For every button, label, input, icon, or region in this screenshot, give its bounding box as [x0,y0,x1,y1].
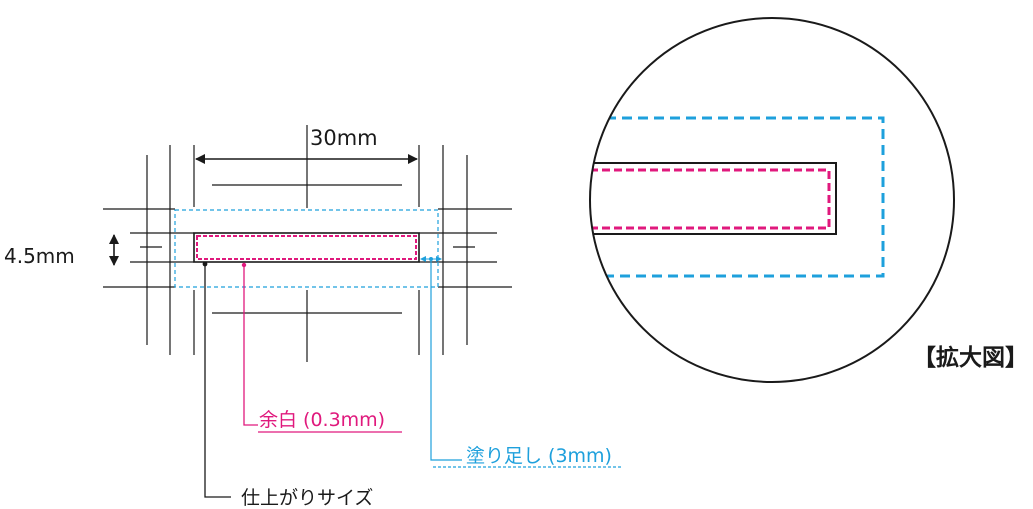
margin-leader [241,262,402,433]
bleed-label: 塗り足し (3mm) [466,444,612,467]
trim-leader [202,261,231,498]
zoom-view [589,17,955,383]
width-label: 30mm [310,126,378,150]
trim-box [193,232,420,263]
height-label: 4.5mm [4,244,75,268]
zoom-label: 【拡大図】 [913,345,1028,371]
zoom-circle [589,17,955,383]
bleed-leader [420,256,622,468]
margin-label: 余白 (0.3mm) [259,409,385,431]
trim-label: 仕上がりサイズ [241,487,373,509]
margin-area [196,235,417,260]
bleed-area [174,209,439,288]
